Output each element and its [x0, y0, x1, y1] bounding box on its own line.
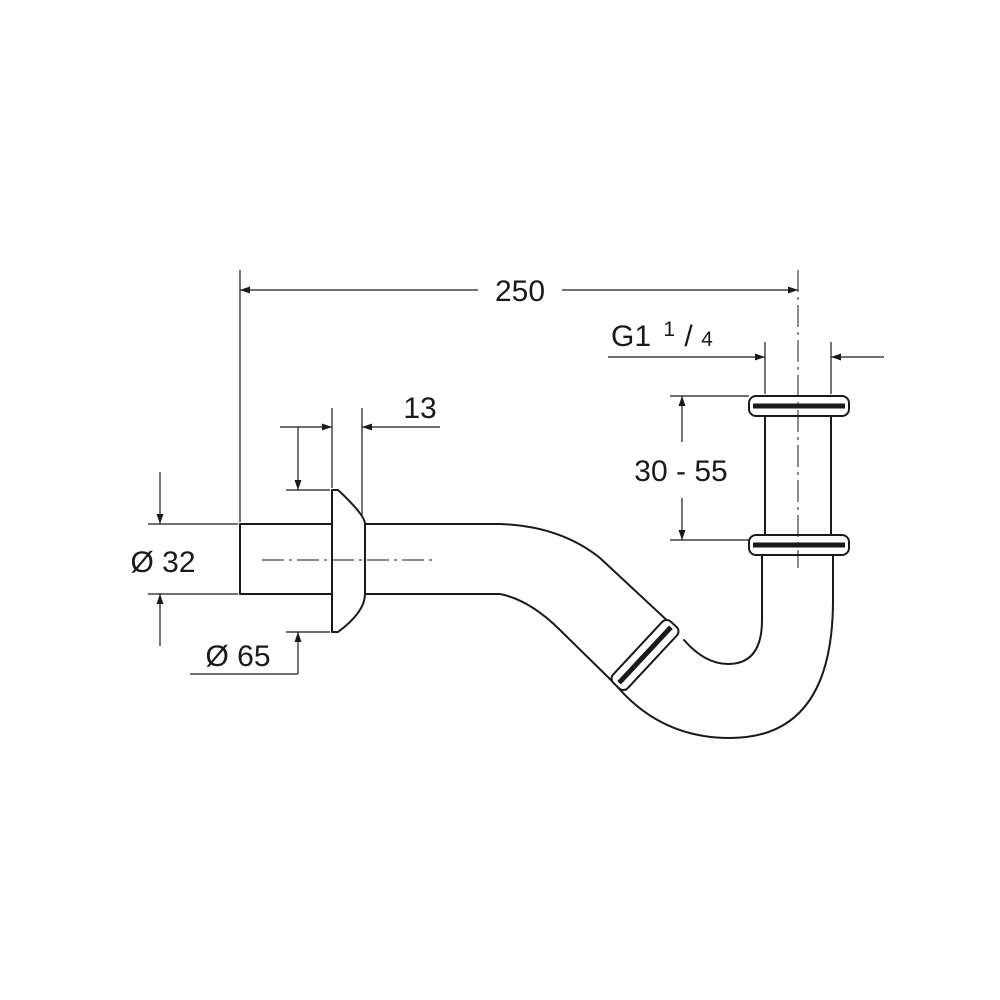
- dimension-flange-diameter: Ø 65: [190, 427, 330, 675]
- outlet-pipe-upper-edge: [364, 523, 673, 626]
- outlet-pipe-lower-edge: [364, 593, 616, 685]
- flange-diameter-label: Ø 65: [205, 640, 270, 673]
- dimension-flange-thickness: 13: [280, 392, 440, 515]
- wall-rosette: [331, 489, 366, 633]
- dimension-height-range: 30 - 55: [634, 395, 749, 541]
- bottom-slip-ring: [748, 534, 850, 556]
- thread-label: G1 1 / 4: [611, 310, 713, 353]
- u-bend-inner: [683, 547, 763, 665]
- thread-denominator: 4: [701, 328, 713, 351]
- dimension-overall-length: 250: [239, 270, 798, 522]
- overall-length-label: 250: [495, 275, 545, 308]
- siphon-part: [239, 270, 850, 739]
- dimension-thread: G1 1 / 4: [608, 310, 884, 394]
- bend-slip-nut: [610, 618, 680, 692]
- pipe-diameter-label: Ø 32: [130, 546, 195, 579]
- u-bend-outer: [614, 547, 834, 739]
- top-slip-ring: [748, 395, 850, 417]
- wall-tube: [239, 523, 333, 595]
- dimension-pipe-diameter: Ø 32: [130, 472, 238, 646]
- thread-slash: /: [684, 320, 693, 353]
- flange-thickness-label: 13: [403, 392, 436, 425]
- thread-numerator: 1: [663, 318, 675, 341]
- height-range-label: 30 - 55: [634, 455, 727, 488]
- thread-prefix: G1: [611, 320, 651, 353]
